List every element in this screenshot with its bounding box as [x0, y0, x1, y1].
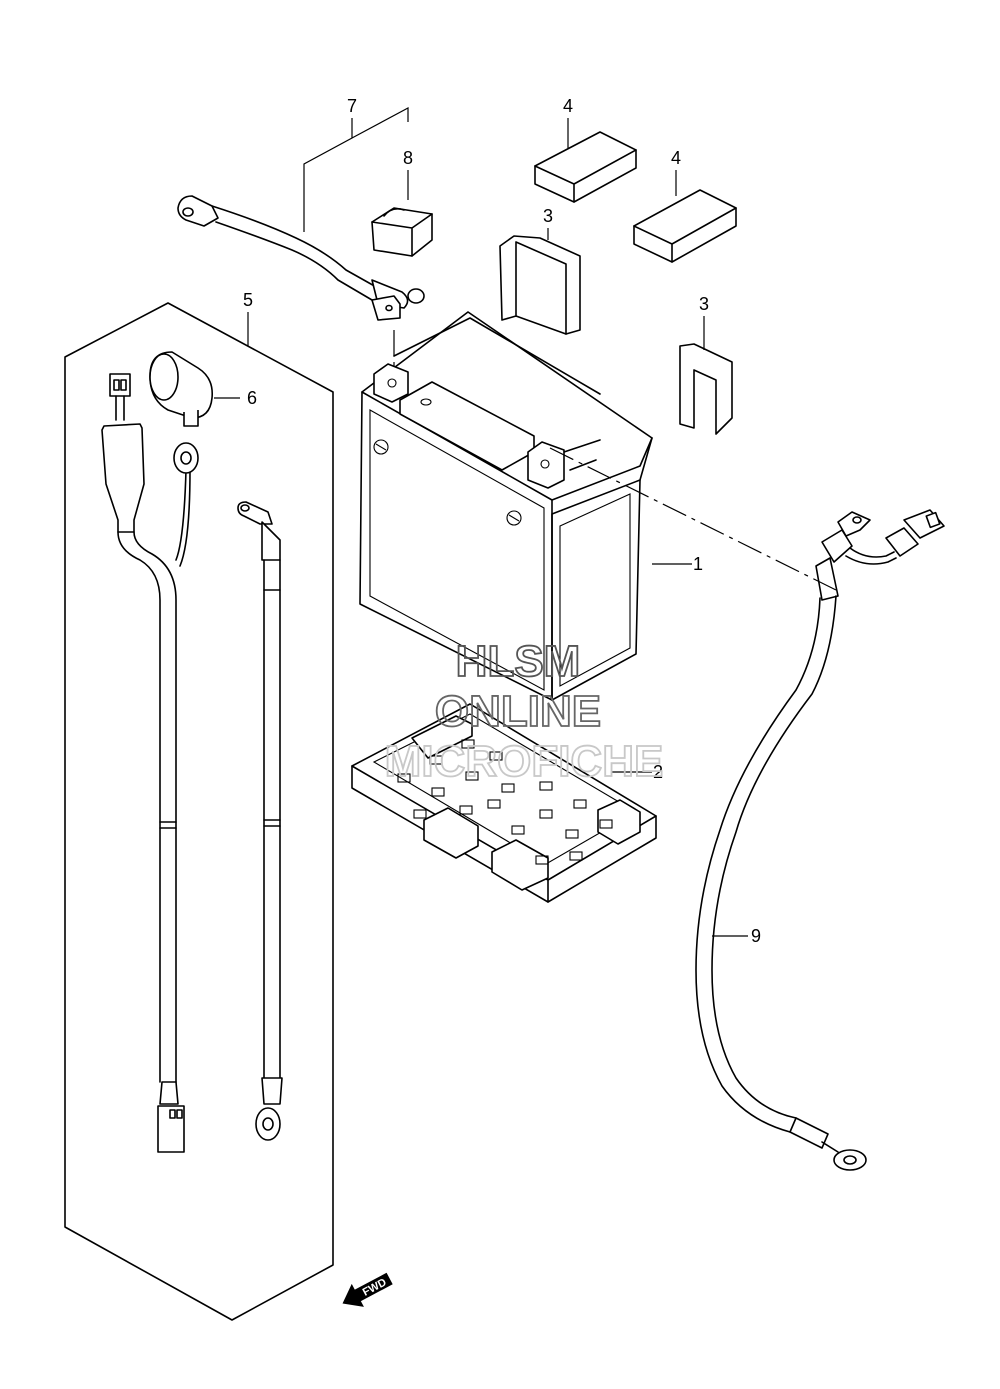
callout-2: 2 [653, 762, 663, 782]
callout-1: 1 [693, 554, 703, 574]
alignment-centerline [549, 447, 837, 591]
callout-7: 7 [347, 96, 357, 116]
tray-slots [397, 739, 613, 865]
pad-part-b [633, 189, 737, 263]
bracket-part-b [679, 343, 733, 435]
minus-cable-part [695, 509, 945, 1171]
cap-part [149, 351, 214, 427]
plus-cable-part [177, 195, 425, 321]
harness-lead-right [237, 501, 283, 1141]
fwd-arrow-icon: FWD [342, 1272, 393, 1307]
watermark: HLSM ONLINE MICROFICHE [384, 636, 664, 787]
leader-lines [214, 106, 748, 937]
callout-4a: 4 [563, 96, 573, 116]
callout-4b: 4 [671, 148, 681, 168]
terminal-cover-part [371, 207, 433, 257]
callout-5: 5 [243, 290, 253, 310]
bracket-part-a [499, 235, 581, 335]
callout-6: 6 [247, 388, 257, 408]
pad-part-a [534, 131, 637, 203]
harness-kit-box [64, 302, 334, 1321]
callout-9: 9 [751, 926, 761, 946]
callout-3b: 3 [699, 294, 709, 314]
callout-8: 8 [403, 148, 413, 168]
battery-tray-part [351, 703, 657, 903]
fwd-label: FWD [361, 1276, 389, 1298]
watermark-line3: MICROFICHE [385, 737, 664, 786]
callout-3a: 3 [543, 206, 553, 226]
harness-lead-left [101, 373, 199, 1153]
callout-numbers: 7 8 4 4 3 3 5 6 1 2 9 [243, 96, 761, 946]
watermark-line1: HLSM [456, 637, 581, 686]
watermark-line2: ONLINE [435, 687, 601, 736]
battery-part [359, 311, 653, 701]
